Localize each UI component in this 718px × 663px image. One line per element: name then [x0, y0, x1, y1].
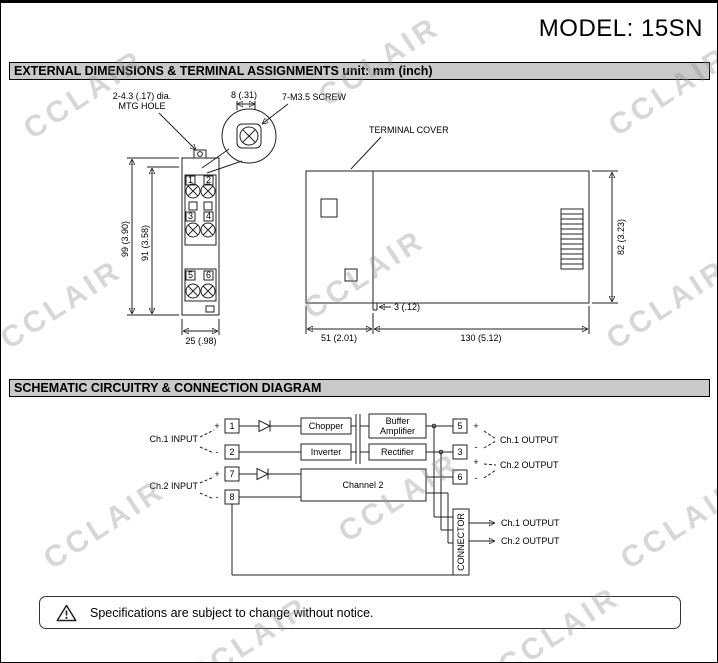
dim-8-label: 8 (.31) [231, 90, 257, 100]
side-view: TERMINAL COVER [305, 125, 590, 311]
terminal-5: 5 [457, 421, 462, 431]
dim-130-label: 130 (5.12) [460, 333, 501, 343]
terminal-number: 4 [206, 211, 211, 221]
ch2-output-label: Ch.2 OUTPUT [500, 460, 559, 470]
ch2-input-label: Ch.2 INPUT [149, 481, 198, 491]
diode-icon [258, 419, 272, 433]
terminal-number: 5 [188, 270, 193, 280]
wires [231, 414, 461, 576]
front-view-dimensions: 99 (3.90) 91 (3.58) 25 (.98) [120, 157, 220, 346]
terminal-7: 7 [229, 469, 234, 479]
rectifier-block-label: Rectifier [381, 447, 414, 457]
page-title: MODEL: 15SN [538, 15, 703, 42]
terminal-3: 3 [457, 447, 462, 457]
channel2-block-label: Channel 2 [342, 480, 383, 490]
terminal-number: 3 [188, 211, 193, 221]
dim-25-label: 25 (.98) [185, 336, 216, 346]
section-header-dimensions: EXTERNAL DIMENSIONS & TERMINAL ASSIGNMEN… [9, 62, 710, 80]
minus-sign: - [216, 492, 219, 502]
minus-sign: - [216, 447, 219, 457]
notice-text: Specifications are subject to change wit… [90, 605, 374, 620]
plus-sign: + [214, 421, 219, 431]
minus-sign: - [475, 442, 478, 452]
connector-ch1-output-label: Ch.1 OUTPUT [501, 518, 560, 528]
side-view-dimensions: 82 (3.23) 3 (.12) 51 (2.01) 130 (5.12) [305, 170, 626, 343]
inverter-block-label: Inverter [311, 447, 342, 457]
buffer-amplifier-label-line1: Buffer [386, 416, 410, 426]
plus-sign: + [473, 421, 478, 431]
dim-99-label: 99 (3.90) [120, 221, 130, 257]
dim-51-label: 51 (2.01) [321, 333, 357, 343]
dim-82-label: 82 (3.23) [616, 219, 626, 255]
dim-3-label: 3 (.12) [394, 302, 420, 312]
terminal-6: 6 [457, 472, 462, 482]
dim-91-label: 91 (3.58) [140, 225, 150, 261]
terminal-1: 1 [229, 421, 234, 431]
schematic-diagram: Ch.1 INPUT + - Ch.2 INPUT + - 1 2 7 8 [149, 413, 560, 576]
terminal-cover-label: TERMINAL COVER [369, 125, 449, 135]
buffer-amplifier-label-line2: Amplifier [380, 426, 415, 436]
minus-sign: - [475, 473, 478, 483]
connector-ch2-output-label: Ch.2 OUTPUT [501, 536, 560, 546]
front-view: 1 2 3 4 5 6 [181, 149, 220, 316]
screw-label: 7-M3.5 SCREW [282, 92, 347, 102]
function-blocks: Chopper Inverter Buffer Amplifier Rectif… [300, 413, 470, 576]
section-header-schematic: SCHEMATIC CIRCUITRY & CONNECTION DIAGRAM [9, 379, 710, 397]
input-labels: Ch.1 INPUT + - Ch.2 INPUT + - [149, 421, 219, 502]
output-terminals: 5 3 6 + - + - Ch.1 OUTPUT Ch.2 OUTPUT Ch… [452, 418, 560, 546]
terminal-8: 8 [229, 492, 234, 502]
diode-icon [256, 467, 270, 481]
ch1-input-label: Ch.1 INPUT [149, 434, 198, 444]
plus-sign: + [214, 469, 219, 479]
mtg-hole-label-line1: 2-4.3 (.17) dia. [113, 91, 172, 101]
terminal-number: 6 [206, 270, 211, 280]
input-terminals: 1 2 7 8 [224, 418, 240, 505]
plus-sign: + [473, 457, 478, 467]
terminal-2: 2 [229, 447, 234, 457]
dimensions-drawing: 1 2 3 4 5 6 [113, 90, 626, 346]
connector-block-label: CONNECTOR [456, 513, 466, 571]
terminal-number: 2 [206, 175, 211, 185]
ch1-output-label: Ch.1 OUTPUT [500, 435, 559, 445]
mtg-hole-label-line2: MTG HOLE [118, 101, 165, 111]
notice-box: Specifications are subject to change wit… [39, 596, 681, 629]
warning-icon [56, 604, 77, 621]
screw-detail-callout: 8 (.31) 7-M3.5 SCREW 2-4.3 (.17) dia. MT… [113, 90, 347, 174]
terminal-number: 1 [188, 175, 193, 185]
chopper-block-label: Chopper [309, 421, 344, 431]
